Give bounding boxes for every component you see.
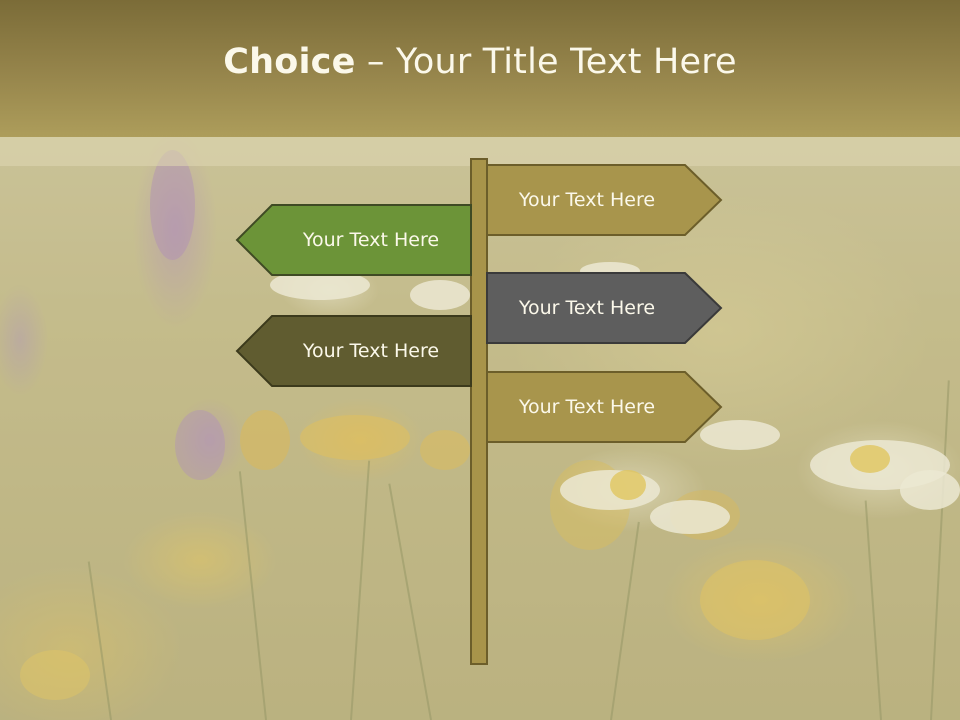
sign-label: Your Text Here xyxy=(302,340,440,362)
signpost-arrow-left-2[interactable]: Your Text Here xyxy=(235,315,472,387)
signpost-arrow-left-1[interactable]: Your Text Here xyxy=(235,204,472,276)
sign-label: Your Text Here xyxy=(302,229,440,251)
title-bar: Choice – Your Title Text Here xyxy=(0,0,960,137)
arrow-right-shape xyxy=(486,272,723,344)
arrow-left-shape xyxy=(235,204,472,276)
sign-label: Your Text Here xyxy=(518,396,656,418)
signpost-arrow-right-2[interactable]: Your Text Here xyxy=(486,272,724,344)
sign-label: Your Text Here xyxy=(518,189,656,211)
arrow-left-shape xyxy=(235,315,472,387)
slide-title-rest: – Your Title Text Here xyxy=(355,41,737,82)
sign-label: Your Text Here xyxy=(518,297,656,319)
arrow-right-shape xyxy=(486,164,723,236)
signpost-arrow-right-1[interactable]: Your Text Here xyxy=(486,164,724,236)
slide-title: Choice – Your Title Text Here xyxy=(223,42,737,82)
slide-title-bold: Choice xyxy=(223,41,356,82)
arrow-right-shape xyxy=(486,371,723,443)
signpost-arrow-right-3[interactable]: Your Text Here xyxy=(486,371,724,443)
